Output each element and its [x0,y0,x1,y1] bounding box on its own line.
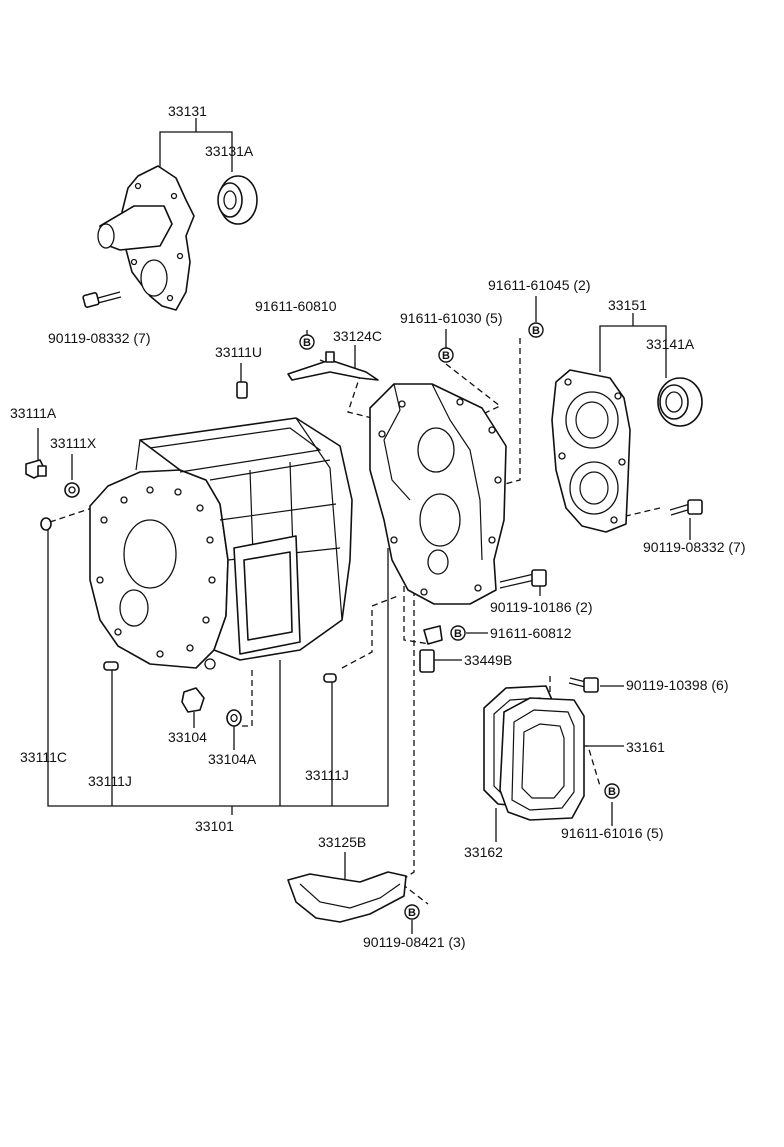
label-33161: 33161 [626,739,665,755]
bracket-33124c-drawing [287,351,379,381]
b-badge-91611-61016: B [604,783,620,799]
label-90119-10398: 90119-10398 (6) [626,677,728,693]
svg-text:B: B [442,350,450,362]
label-33111c: 33111C [20,749,67,765]
leader-33101-bracket [47,522,389,807]
pin-33111c-drawing [40,517,52,531]
b-badge-91611-61030: B [438,347,454,363]
label-91611-60810: 91611-60810 [255,298,337,314]
label-91611-61030: 91611-61030 (5) [400,310,502,326]
bolt-90119-08332-right-drawing [669,499,703,516]
cover-33161-drawing [499,697,585,821]
dash-33111c [49,495,129,523]
label-90119-10186: 90119-10186 (2) [490,599,592,615]
dash-33111j [341,595,399,669]
plug-33104-drawing [181,687,205,713]
label-33125b: 33125B [318,834,366,850]
leader-33151-bracket [599,325,667,378]
dash-33104a [240,670,253,727]
svg-text:B: B [454,628,462,640]
extension-housing-drawing [97,165,195,311]
label-33111j-left: 33111J [88,773,132,789]
label-33449b: 33449B [464,652,512,668]
label-33131a: 33131A [205,143,254,159]
pin-33111j-right-drawing [323,673,337,683]
label-91611-61045: 91611-61045 (2) [488,277,590,293]
label-33104: 33104 [168,729,207,745]
label-33111j-right: 33111J [305,767,349,783]
dash-91611-61045 [481,338,521,491]
label-91611-60812: 91611-60812 [490,625,572,641]
label-33131: 33131 [168,103,207,119]
transmission-case-drawing [89,417,353,670]
pin-33111j-left-drawing [103,661,119,671]
intermediate-plate-drawing [369,383,507,605]
label-33111x: 33111X [50,435,97,451]
label-33111u: 33111U [215,344,262,360]
dash-33449b [403,556,431,645]
b-badge-91611-60810: B [299,334,315,350]
svg-text:B: B [408,907,416,919]
svg-text:B: B [608,786,616,798]
b-badge-91611-61045: B [528,322,544,338]
bolt-90119-08332-left-drawing [82,291,122,308]
label-91611-61016: 91611-61016 (5) [561,825,663,841]
bearing-retainer-33151-drawing [551,369,631,533]
plug-33111a-drawing [25,459,47,479]
gasket-33104a-drawing [226,709,242,727]
label-33141a: 33141A [646,336,695,352]
pin-33111u-drawing [236,381,248,399]
oil-seal-33141a-drawing [657,377,703,427]
b-badge-91611-60812: B [450,625,466,641]
dash-33125b [401,590,415,881]
bolt-90119-10398-drawing [568,677,599,693]
oil-seal-33131a-drawing [217,175,258,225]
gasket-33111x-drawing [64,482,80,498]
bolt-badges: B B B B B B [299,322,620,920]
label-33111a: 33111A [10,405,57,421]
b-badge-90119-08421: B [404,904,420,920]
svg-text:B: B [532,325,540,337]
cover-33125b-drawing [287,871,407,923]
label-33124c: 33124C [333,328,382,344]
label-33101: 33101 [195,818,234,834]
label-90119-08421: 90119-08421 (3) [363,934,465,950]
dash-90119-08421 [401,883,429,905]
label-33162: 33162 [464,844,503,860]
bolt-90119-10186-drawing [499,569,547,589]
label-90119-08332-right: 90119-08332 (7) [643,539,745,555]
bracket-33449b-drawing [419,625,443,673]
label-90119-08332-left: 90119-08332 (7) [48,330,150,346]
label-33151: 33151 [608,297,647,313]
svg-text:B: B [303,337,311,349]
part-labels: 33131 33131A 90119-08332 (7) 91611-60810… [10,103,745,950]
label-33104a: 33104A [208,751,257,767]
dash-90119-08332-right [625,507,661,517]
